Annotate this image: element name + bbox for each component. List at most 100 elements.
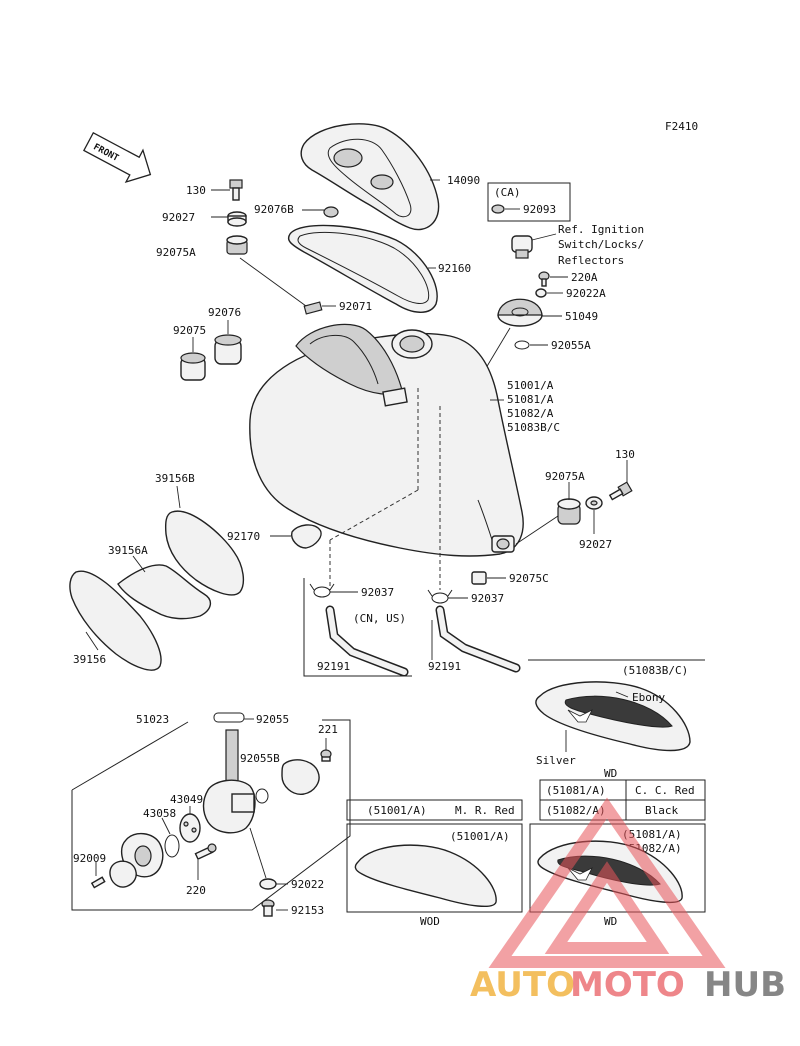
ref-note-line3: Reflectors	[558, 254, 624, 267]
label-220: 220	[186, 884, 206, 897]
tank-variant-51001-icon	[354, 844, 497, 908]
side-cover-39156A-icon	[117, 564, 211, 620]
variant-5108x-row1-b: C. C. Red	[635, 784, 695, 797]
variant-51083-finish: WD	[604, 767, 617, 780]
damper-92076-icon	[214, 334, 242, 365]
label-43049: 43049	[170, 793, 203, 806]
filter-43049-icon	[179, 813, 201, 843]
collar-92027-right-icon	[585, 496, 603, 510]
label-cn-us: (CN, US)	[353, 612, 406, 625]
variant-51083-header: (51083B/C)	[622, 664, 688, 677]
label-92055A: 92055A	[551, 339, 591, 352]
label-39156: 39156	[73, 653, 106, 666]
bolt-92153-icon	[261, 899, 275, 917]
label-92037-right: 92037	[471, 592, 504, 605]
clip-92071-icon	[303, 301, 323, 315]
variant-51001-inner: (51001/A)	[450, 830, 510, 843]
label-92022: 92022	[291, 878, 324, 891]
o-ring-92055A-icon	[514, 340, 530, 350]
ref-note-line1: Ref. Ignition	[558, 223, 644, 236]
grommet-92093-icon	[491, 204, 505, 214]
label-43058: 43058	[143, 807, 176, 820]
figure-code: F2410	[665, 120, 698, 133]
label-92027-top: 92027	[162, 211, 195, 224]
label-92191-left: 92191	[317, 660, 350, 673]
label-39156B: 39156B	[155, 472, 195, 485]
gasket-92160-icon	[287, 224, 438, 313]
damper-92075A-top-icon	[226, 235, 248, 255]
side-cover-39156B-icon	[164, 510, 245, 596]
label-92075A-top: 92075A	[156, 246, 196, 259]
label-92071: 92071	[339, 300, 372, 313]
variant-51001-finish: WOD	[420, 915, 440, 928]
o-ring-right-icon	[255, 788, 269, 804]
o-ring-43058-icon	[164, 834, 180, 858]
label-51049: 51049	[565, 310, 598, 323]
washer-92022A-icon	[535, 288, 547, 298]
label-92055: 92055	[256, 713, 289, 726]
damper-92075A-right-icon	[557, 498, 581, 525]
screw-220A-icon	[538, 271, 550, 287]
label-92076: 92076	[208, 306, 241, 319]
bolt-130-right-icon	[608, 481, 633, 501]
label-220A: 220A	[571, 271, 598, 284]
label-92022A: 92022A	[566, 287, 606, 300]
variant-51001-col2: M. R. Red	[455, 804, 515, 817]
bolt-130-top-icon	[229, 179, 243, 201]
watermark-part2: MOTO	[570, 965, 685, 1005]
label-51023: 51023	[136, 713, 169, 726]
clip-92037-right-icon	[427, 589, 453, 604]
hose-92191-left-icon	[325, 605, 409, 677]
fuel-tank-body-icon	[249, 323, 524, 557]
clamp-92170-icon	[291, 524, 322, 549]
label-221: 221	[318, 723, 338, 736]
label-tank-51001: 51001/A	[507, 379, 554, 392]
washer-92022-icon	[259, 878, 277, 890]
label-92076B: 92076B	[254, 203, 294, 216]
screw-92009-icon	[90, 876, 106, 889]
fuel-cock-body-icon	[202, 729, 256, 834]
screw-221-icon	[320, 749, 332, 762]
variant-51083-color2: Silver	[536, 754, 576, 767]
variant-51001-table	[346, 799, 523, 821]
front-arrow-icon: FRONT	[83, 131, 152, 184]
label-92037-left: 92037	[361, 586, 394, 599]
lever-icon	[109, 860, 137, 888]
variant-51001-col1: (51001/A)	[367, 804, 427, 817]
collar-92027-top-icon	[227, 211, 247, 227]
variant-51083-color1: Ebony	[632, 691, 665, 704]
fuel-cap-51049-icon	[497, 298, 543, 327]
label-92170: 92170	[227, 530, 260, 543]
watermark-part3: HUB	[704, 965, 786, 1005]
variant-5108x-finish: WD	[604, 915, 617, 928]
label-tank-51083: 51083B/C	[507, 421, 560, 434]
ca-header: (CA)	[494, 186, 521, 199]
label-92075: 92075	[173, 324, 206, 337]
label-tank-51081: 51081/A	[507, 393, 554, 406]
label-tank-51082: 51082/A	[507, 407, 554, 420]
screw-220-icon	[194, 843, 217, 861]
gasket-92055-icon	[213, 712, 245, 723]
label-92055B: 92055B	[240, 752, 280, 765]
side-cover-39156-icon	[69, 570, 162, 671]
label-130-top: 130	[186, 184, 206, 197]
variant-5108x-row1-a: (51081/A)	[546, 784, 606, 797]
label-14090: 14090	[447, 174, 480, 187]
watermark-part1: AUTO	[470, 965, 575, 1005]
variant-5108x-row2-b: Black	[645, 804, 678, 817]
grommet-92076B-icon	[323, 206, 339, 218]
label-92027-right: 92027	[579, 538, 612, 551]
damper-92075-icon	[180, 352, 206, 381]
label-92093: 92093	[523, 203, 556, 216]
label-130-right: 130	[615, 448, 635, 461]
label-92075A-right: 92075A	[545, 470, 585, 483]
label-92075C: 92075C	[509, 572, 549, 585]
label-39156A: 39156A	[108, 544, 148, 557]
hose-92191-right-icon	[435, 605, 521, 673]
label-92009: 92009	[73, 852, 106, 865]
tank-cover-14090-icon	[300, 123, 440, 231]
ignition-lock-icon	[511, 235, 533, 259]
ref-note-line2: Switch/Locks/	[558, 238, 644, 251]
damper-92075C-icon	[471, 571, 487, 585]
